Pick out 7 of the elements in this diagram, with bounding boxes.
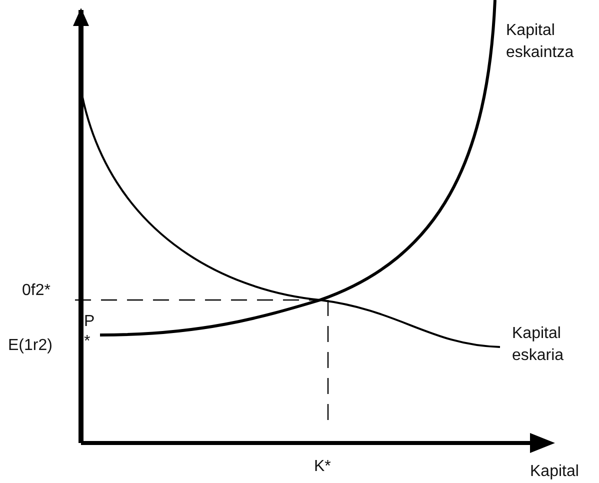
curve-label: Kapital eskaintza	[506, 21, 575, 63]
axis-value-label: 0f2*	[22, 281, 52, 301]
axis-value-label: K*	[314, 457, 332, 477]
curve-label: Kapital eskaria	[512, 324, 565, 366]
axis-value-label: P *	[84, 312, 96, 352]
axis-label: Kapital	[530, 462, 580, 482]
axis-label: E(1r2)	[8, 336, 54, 356]
